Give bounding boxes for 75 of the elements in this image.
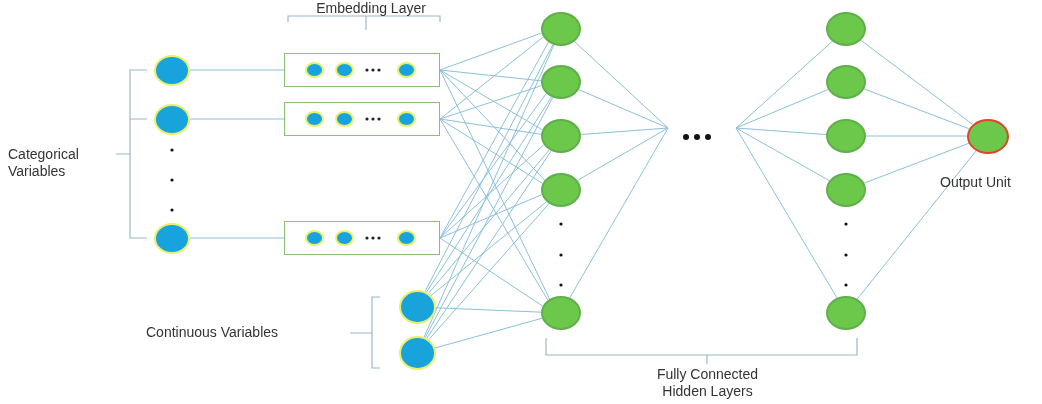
- embedding-node: [397, 61, 416, 78]
- connector-line: [569, 127, 669, 299]
- connector-line: [189, 237, 285, 239]
- node-caption: Output Unit: [940, 173, 1011, 191]
- connector-line: [439, 144, 545, 239]
- embedding-node: [335, 61, 354, 78]
- hidden-node: [541, 296, 581, 330]
- hidden-node: [541, 119, 581, 153]
- embedding-box: [284, 221, 440, 255]
- embedding-node: [335, 229, 354, 246]
- connector-line: [863, 142, 970, 184]
- hidden-node: [541, 12, 581, 46]
- connector-line: [439, 32, 543, 71]
- connector-line: [424, 44, 554, 293]
- embedding-box: [284, 53, 440, 87]
- connector-line: [863, 88, 970, 130]
- connector-line: [189, 69, 285, 71]
- connector-line: [425, 96, 552, 293]
- embedding-node: [305, 61, 324, 78]
- connector-line: [439, 118, 549, 301]
- hidden-node: [541, 173, 581, 207]
- connector-line: [574, 41, 669, 129]
- connector-line: [439, 194, 543, 239]
- connector-line: [578, 89, 669, 129]
- hidden-node: [826, 65, 866, 99]
- connector-line: [856, 150, 977, 300]
- connector-line: [439, 85, 542, 120]
- layer-label: Embedding Layer: [315, 0, 427, 17]
- connector-line: [735, 127, 838, 299]
- connector-line: [735, 127, 827, 136]
- input-node: [154, 54, 190, 86]
- connector-line: [865, 135, 968, 137]
- connector-line: [735, 89, 829, 129]
- connector-line: [426, 150, 552, 339]
- connector-line: [430, 201, 548, 297]
- connector-line: [439, 69, 546, 181]
- connector-line: [424, 97, 554, 339]
- connector-line: [439, 69, 543, 131]
- embedding-node: [305, 110, 324, 127]
- hidden-node: [826, 119, 866, 153]
- connector-line: [189, 118, 285, 120]
- connector-line: [860, 39, 973, 125]
- connector-line: [735, 127, 830, 182]
- input-node: [154, 103, 190, 135]
- embedding-node: [397, 229, 416, 246]
- connector-line: [439, 93, 547, 239]
- layer-label: Fully Connected Hidden Layers: [655, 366, 760, 400]
- connector-line: [580, 127, 669, 135]
- connector-line: [439, 36, 544, 120]
- connector-line: [428, 203, 550, 341]
- hidden-node: [541, 65, 581, 99]
- connector-line: [439, 118, 544, 184]
- connector-line: [423, 44, 555, 338]
- hidden-node: [826, 173, 866, 207]
- connector-line: [439, 237, 544, 307]
- connector-line: [439, 118, 542, 135]
- connector-line: [435, 307, 542, 313]
- embedding-node: [397, 110, 416, 127]
- connector-line: [439, 69, 551, 300]
- layer-label: Continuous Variables: [146, 324, 280, 341]
- hidden-node: [826, 12, 866, 46]
- connector-line: [439, 69, 542, 82]
- embedding-node: [335, 110, 354, 127]
- embedding-node: [305, 229, 324, 246]
- hidden-node: [826, 296, 866, 330]
- output-node: [967, 118, 1009, 154]
- connector-line: [427, 149, 550, 295]
- input-node: [398, 336, 436, 370]
- layer-label: Categorical Variables: [8, 146, 80, 180]
- input-node: [154, 222, 190, 254]
- connector-line: [735, 40, 833, 129]
- connector-line: [434, 317, 543, 349]
- input-node: [398, 290, 436, 324]
- connector-line: [577, 127, 669, 181]
- embedding-box: [284, 102, 440, 136]
